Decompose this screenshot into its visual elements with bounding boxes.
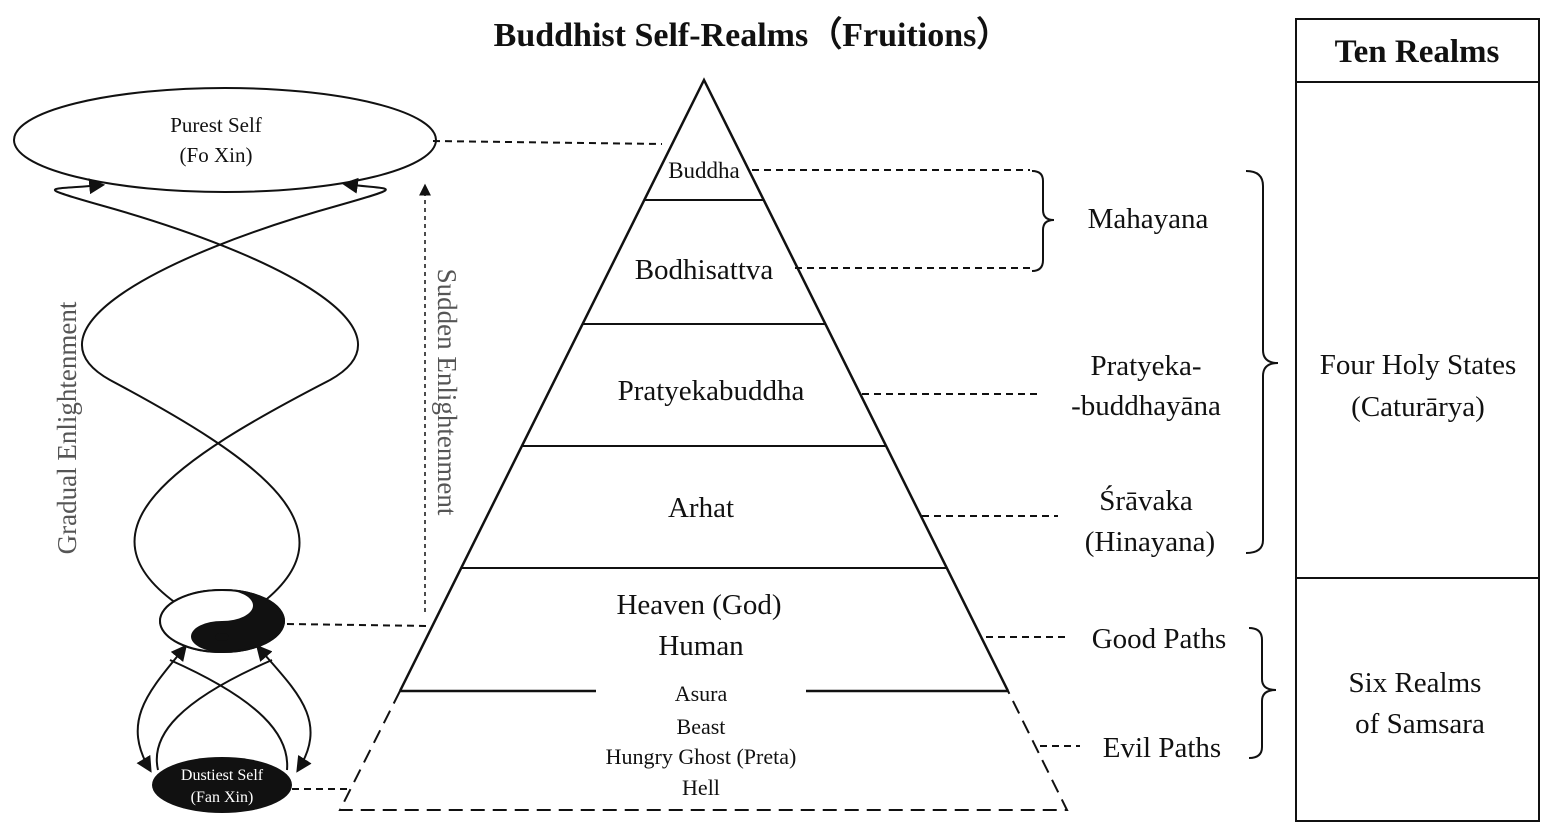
purest-self-label: Purest Self <box>170 113 262 137</box>
diagram-title: Buddhist Self-Realms（Fruitions） <box>494 15 1011 54</box>
dustiest-self-ellipse <box>152 757 292 813</box>
fan-xin-label: (Fan Xin) <box>191 789 254 806</box>
caturarya-label: (Caturārya) <box>1351 391 1485 423</box>
of-samsara-label: of Samsara <box>1355 708 1485 740</box>
label-pratyeka-1: Pratyeka- <box>1090 350 1201 382</box>
level-bodhisattva: Bodhisattva <box>635 254 774 286</box>
holy-states-brace <box>1245 170 1279 554</box>
label-evil-paths: Evil Paths <box>1103 732 1221 764</box>
evil-paths-trapezoid <box>338 690 1069 811</box>
level-heaven: Heaven (God) <box>616 589 781 621</box>
ten-realms-header: Ten Realms <box>1335 34 1500 70</box>
level-hungry-ghost: Hungry Ghost (Preta) <box>606 744 797 769</box>
level-asura: Asura <box>675 681 728 706</box>
gradual-enlightenment-label: Gradual Enlightenment <box>52 301 82 554</box>
connector-yinyang-to-human <box>286 623 431 627</box>
mahayana-brace <box>1031 170 1055 272</box>
fo-xin-label: (Fo Xin) <box>180 143 253 167</box>
left-connectors <box>286 140 663 790</box>
right-connectors <box>752 169 1080 747</box>
ten-realms-table: Ten Realms Four Holy States (Caturārya) … <box>1295 18 1540 822</box>
label-mahayana: Mahayana <box>1088 203 1209 235</box>
label-sravaka: Śrāvaka <box>1099 484 1193 517</box>
level-hell: Hell <box>682 775 720 800</box>
samsara-brace <box>1248 627 1277 759</box>
lower-loop-left <box>136 644 188 773</box>
connector-purest-to-buddha <box>432 140 663 145</box>
sudden-enlightenment-label: Sudden Enlightenment <box>432 269 462 516</box>
left-paths: Purest Self (Fo Xin) Dustiest Self (Fan … <box>13 87 462 813</box>
lower-cross-2 <box>155 659 273 771</box>
level-arhat: Arhat <box>668 492 734 524</box>
pyramid-outline <box>398 77 1010 692</box>
yin-yang-icon <box>159 589 285 653</box>
level-buddha: Buddha <box>668 158 740 183</box>
lower-loop-right <box>255 644 312 773</box>
pyramid: Buddha Bodhisattva Pratyekabuddha Arhat … <box>338 77 1069 811</box>
level-human: Human <box>658 630 744 662</box>
gradual-path-strand-2 <box>81 177 387 607</box>
four-holy-states-label: Four Holy States <box>1320 349 1517 381</box>
label-pratyeka-2: -buddhayāna <box>1071 390 1221 422</box>
lower-cross-1 <box>169 659 289 771</box>
dustiest-self-label: Dustiest Self <box>181 767 264 784</box>
vehicle-labels: Mahayana Pratyeka- -buddhayāna Śrāvaka (… <box>1071 203 1226 764</box>
ten-realms-frame <box>1295 18 1540 822</box>
level-beast: Beast <box>677 714 726 739</box>
gradual-path-strand-1 <box>53 178 359 607</box>
purest-self-ellipse <box>13 87 437 193</box>
label-hinayana: (Hinayana) <box>1085 526 1215 558</box>
braces <box>1031 170 1279 759</box>
six-realms-label: Six Realms <box>1349 667 1482 699</box>
level-pratyekabuddha: Pratyekabuddha <box>618 375 805 407</box>
label-good-paths: Good Paths <box>1092 623 1227 655</box>
